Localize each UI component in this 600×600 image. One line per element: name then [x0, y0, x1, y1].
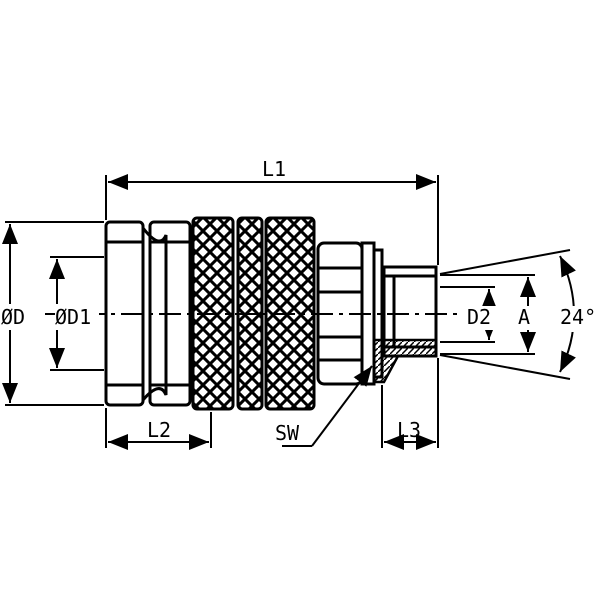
- label-l1: L1: [262, 157, 286, 181]
- label-od1: ØD1: [55, 305, 91, 329]
- dimension-l3: [381, 358, 439, 450]
- knurled-ring-2: [236, 216, 264, 411]
- section-cut: [372, 338, 438, 384]
- label-l2: L2: [147, 418, 171, 442]
- label-l3: L3: [397, 418, 421, 442]
- knurled-ring-3: [264, 216, 316, 411]
- dimension-l1: [105, 174, 439, 265]
- dimension-l2: [105, 408, 212, 450]
- label-od: ØD: [1, 305, 25, 329]
- angle-dimension: [439, 249, 576, 380]
- label-sw: SW: [275, 421, 300, 445]
- label-angle: 24°: [560, 305, 596, 329]
- sw-leader: [282, 365, 373, 447]
- knurled-ring-1: [191, 216, 235, 411]
- label-d2: D2: [467, 305, 491, 329]
- coupling-sleeve: [104, 220, 192, 407]
- label-a: A: [518, 305, 530, 329]
